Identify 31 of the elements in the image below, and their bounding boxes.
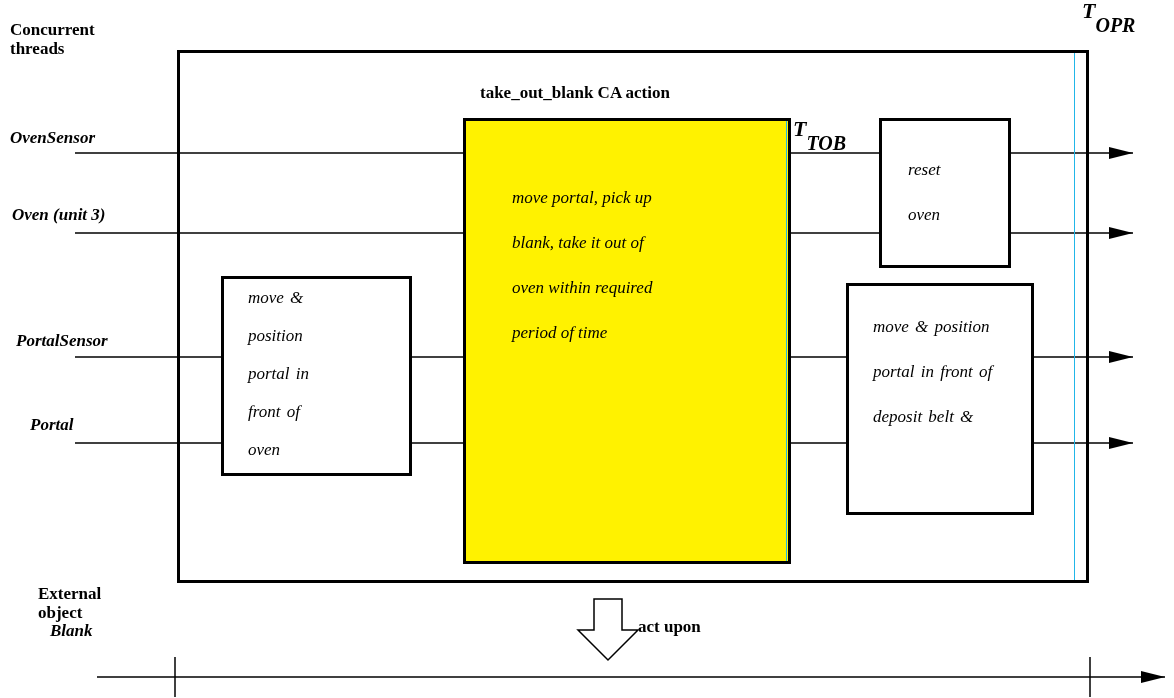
action-box: [846, 283, 1034, 515]
connector-line: [790, 232, 880, 234]
arrow: [1033, 437, 1134, 449]
thread-label: PortalSensor: [16, 330, 146, 357]
connector-line: [74, 442, 222, 444]
connector-line: [790, 442, 847, 444]
thread-label: Portal: [30, 414, 110, 443]
action-text: move & position portal in front of oven: [248, 287, 311, 461]
arrow: [1033, 351, 1134, 363]
action-text: move & position portal in front of deposit belt &: [873, 316, 995, 428]
thread-label: Oven (unit 3): [12, 204, 152, 233]
connector-line: [411, 356, 464, 358]
action-box: [221, 276, 412, 476]
action-description: move portal, pick up blank, take it out of oven within required period of time: [512, 187, 654, 344]
arrow: [1010, 147, 1134, 159]
section-label: External object: [38, 584, 103, 622]
operation-frame: [177, 50, 1089, 583]
arrow: [96, 671, 1166, 683]
action-box: [879, 118, 1011, 268]
connector-line: [74, 152, 464, 154]
section-label: act upon: [638, 617, 702, 636]
arrow: [1010, 227, 1134, 239]
action-text: reset oven: [908, 159, 942, 226]
section-label: Concurrent threads: [10, 20, 96, 58]
connector-line: [411, 442, 464, 444]
connector-line: [790, 356, 847, 358]
connector-line: [74, 356, 222, 358]
connector-line: [790, 152, 880, 154]
ca-action-title: take_out_blank CA action: [480, 83, 670, 103]
thread-label: OvenSensor: [10, 127, 140, 153]
connector-line: [74, 232, 464, 234]
